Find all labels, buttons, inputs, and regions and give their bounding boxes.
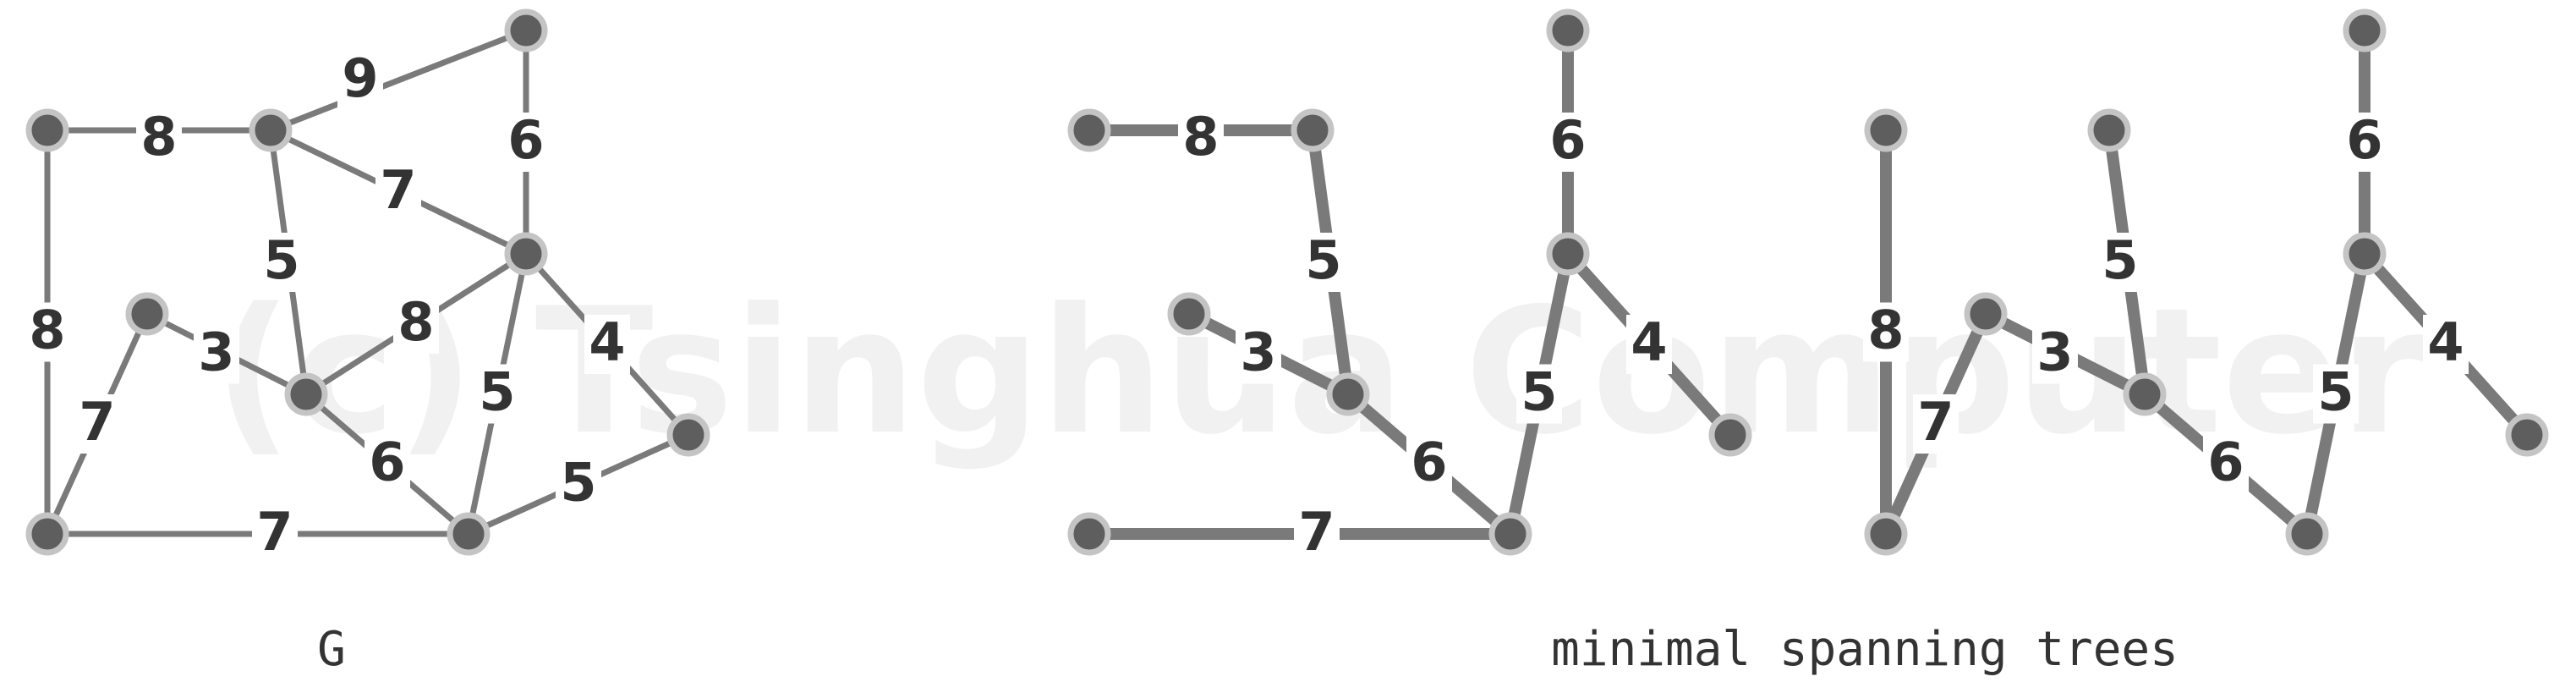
tree-1-label-bg [1301,233,1346,292]
tree-2-node-B [2087,108,2131,152]
tree-1-weight-EH: 6 [1411,432,1447,493]
tree-1-label-bg [1516,364,1562,424]
graph-edge-BC [267,27,529,134]
tree-1-node-F [1167,292,1211,336]
tree-2-node-F [1964,292,2008,336]
graph-weight-EH: 6 [369,432,405,493]
tree-1-weight-GH: 7 [1298,501,1335,563]
tree-2-weight-AG: 8 [1867,300,1904,361]
graph-node-D [504,232,548,276]
graph-weight-BD: 7 [380,159,416,221]
tree-1-label-bg [1406,434,1452,494]
graph-label-bg [136,109,182,168]
tree-2-weight-GF: 7 [1917,391,1954,453]
graph-node-C [504,8,548,52]
graph-label-bg [337,51,383,110]
tree-2-weight-DI: 4 [2427,311,2464,373]
trees-caption: minimal spanning trees [1551,622,2179,677]
tree-2-label-bg [2032,324,2078,384]
tree-2-node-I [2505,413,2549,457]
tree-2-weight-FE: 3 [2036,322,2073,383]
tree-1-weight-BE: 5 [1305,229,1341,291]
graph-label-bg [503,113,549,172]
tree-2-label-bg [2342,113,2387,172]
tree-1-weight-AB: 8 [1182,106,1219,168]
graph-weight-BE: 5 [263,229,299,291]
tree-1-weight-HD: 5 [1521,361,1557,423]
graph-weight-AG: 8 [29,300,65,361]
tree-1-weight-CD: 6 [1549,109,1586,171]
graph-node-F [125,292,169,336]
graph-weight-DI: 4 [589,311,625,373]
tree-2-label-bg [2423,315,2469,374]
graph-label-bg [474,364,520,424]
tree-1-label-bg [1545,113,1591,172]
tree-1-node-C [1546,8,1590,52]
tree-1-node-H [1488,512,1532,556]
tree-2-node-C [2343,8,2387,52]
tree-2-node-D [2343,232,2387,276]
graph-label-bg [252,504,298,564]
graph-label-bg [584,315,630,374]
tree-1-node-B [1291,108,1335,152]
tree-2-label-bg [2313,364,2359,424]
tree-1-label-bg [1626,315,1672,374]
tree-2-weight-HD: 5 [2317,361,2354,423]
graph-weight-DH: 5 [479,361,515,423]
tree-2-label-bg [2097,233,2143,292]
tree-2-node-A [1864,108,1908,152]
tree-2-label-bg [2203,434,2249,494]
tree-1-node-A [1067,108,1111,152]
tree-1-node-E [1326,372,1370,416]
graph-node-B [249,108,293,152]
tree-2-label-bg [1913,394,1959,454]
tree-1-label-bg [1236,324,1281,384]
tree-2-node-H [2285,512,2329,556]
tree-2-weight-CD: 6 [2346,109,2382,171]
graph-weight-ED: 8 [397,291,434,353]
graph-weight-FG: 7 [79,391,115,453]
tree-2-node-E [2123,372,2167,416]
graph-weight-FE: 3 [198,322,234,383]
tree-1-label-bg [1294,504,1340,564]
graph-node-A [25,108,69,152]
tree-1-label-bg [1178,109,1224,168]
graph-label-bg [364,434,410,494]
graph-label-bg [375,162,421,222]
tree-1-node-D [1546,232,1590,276]
graph-weight-BC: 9 [342,47,378,109]
graph-label-bg [393,294,439,354]
graph-label-bg [74,394,120,454]
graph-weight-GH: 7 [256,501,293,563]
graph-label-bg [194,324,239,384]
tree-1-weight-DI: 4 [1631,311,1667,373]
graph-node-E [284,372,328,416]
tree-1-weight-FE: 3 [1240,322,1276,383]
graph-weight-CD: 6 [507,109,544,171]
graph-caption: G [317,622,346,677]
tree-1-node-I [1708,413,1752,457]
tree-1-node-G [1067,512,1111,556]
graph-label-bg [556,454,601,514]
graph-weight-HI: 5 [560,452,596,514]
tree-2-label-bg [1863,302,1909,362]
graph-label-bg [259,233,304,292]
tree-2-weight-BE: 5 [2102,229,2138,291]
tree-2-node-G [1864,512,1908,556]
tree-2-weight-EH: 6 [2207,432,2244,493]
graph-label-bg [25,302,70,362]
graph-node-G [25,512,69,556]
graph-node-I [666,413,710,457]
graph-weight-AB: 8 [140,106,177,168]
graph-node-H [447,512,491,556]
